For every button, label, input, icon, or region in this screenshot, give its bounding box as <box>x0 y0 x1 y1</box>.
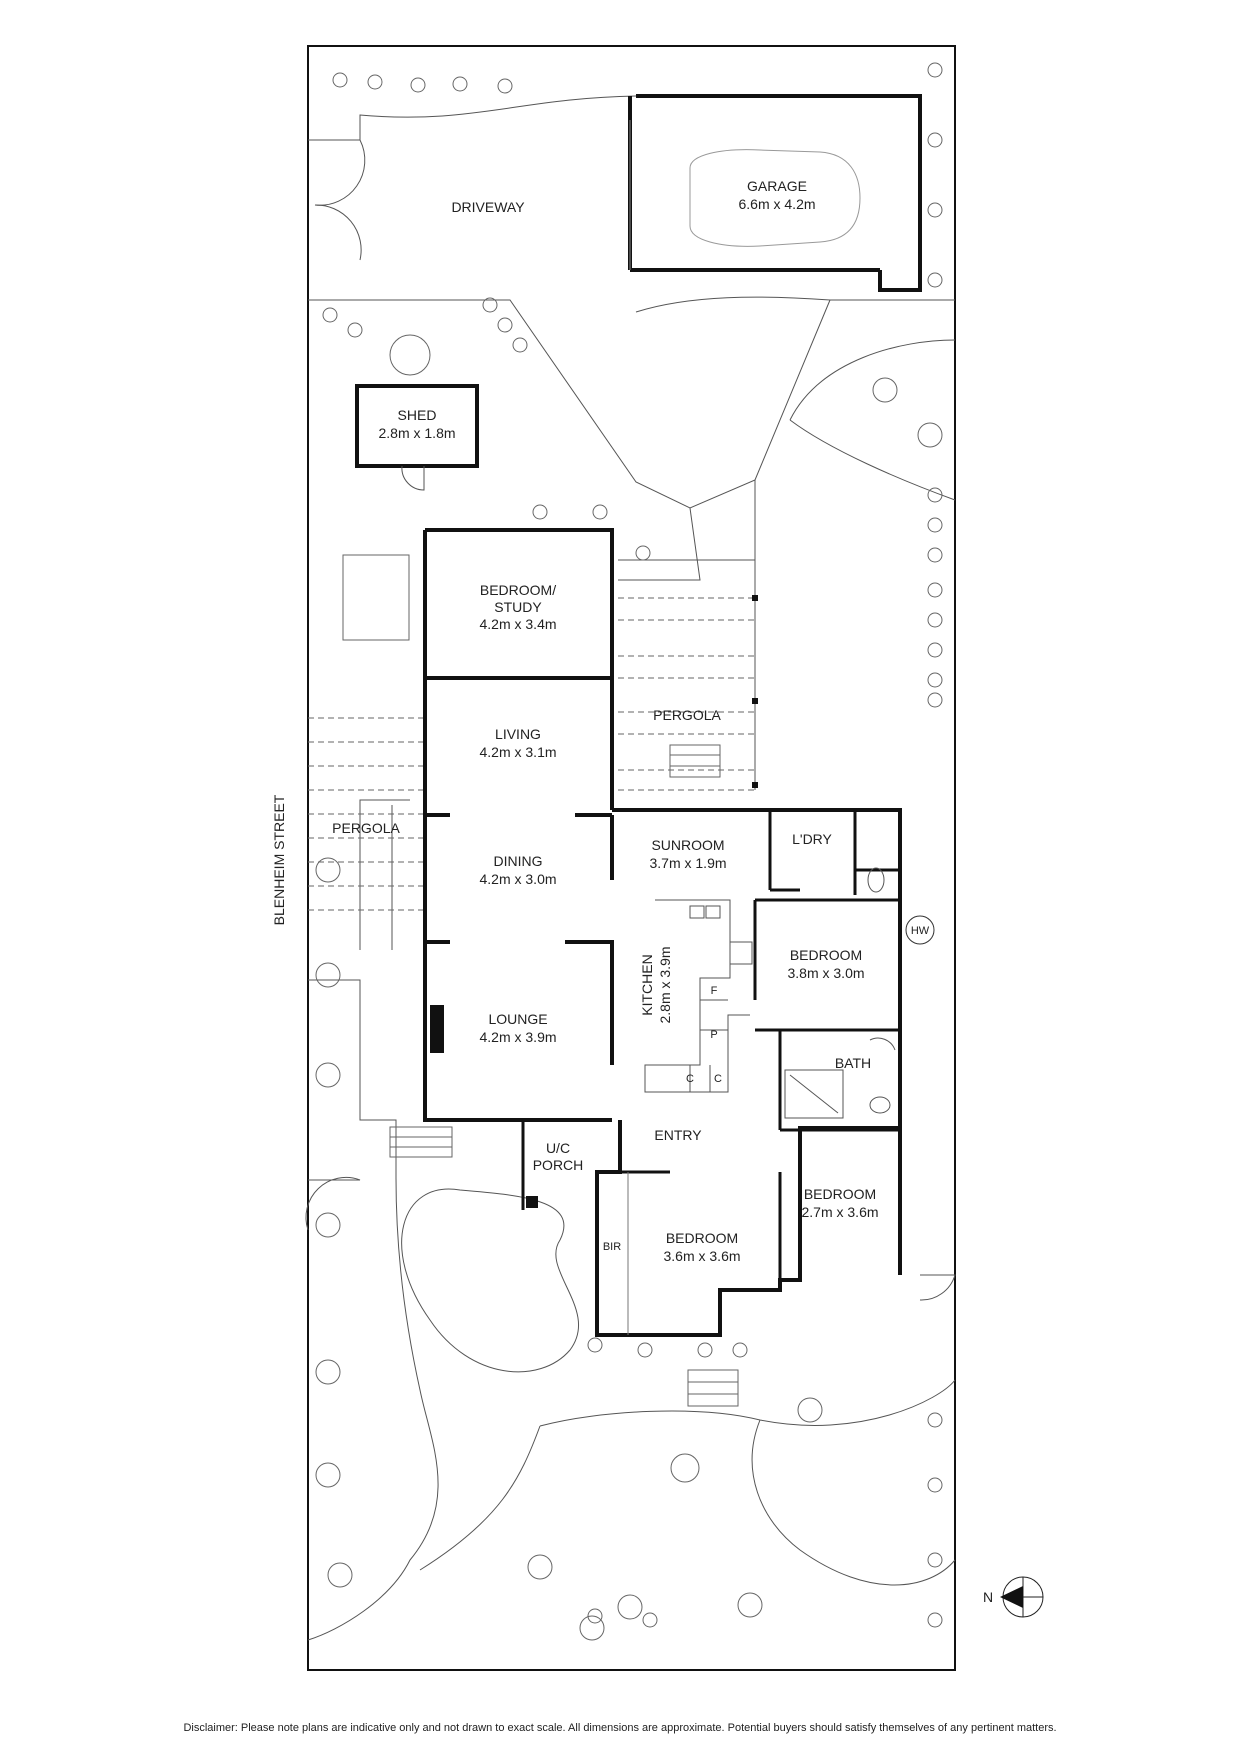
bath-fixtures <box>784 867 896 1119</box>
garage <box>628 94 922 292</box>
bedroom-study-name-1: BEDROOM/ <box>480 582 556 598</box>
bedroom-study-dims: 4.2m x 3.4m <box>479 616 556 632</box>
property-boundary <box>307 45 956 1671</box>
laundry-name: L'DRY <box>792 831 832 847</box>
shed-name: SHED <box>398 407 437 423</box>
bedroom-main-name: BEDROOM <box>666 1230 738 1246</box>
shed-dims: 2.8m x 1.8m <box>378 425 455 441</box>
living-dims: 4.2m x 3.1m <box>479 744 556 760</box>
car-icon <box>689 149 861 247</box>
street-name: BLENHEIM STREET <box>271 794 287 925</box>
bedroom-east-dims: 3.8m x 3.0m <box>787 965 864 981</box>
sunroom-name: SUNROOM <box>651 837 724 853</box>
compass-rose: N <box>983 1576 1044 1618</box>
pergola-left-label: PERGOLA <box>332 820 400 836</box>
trees <box>315 62 943 1641</box>
dining-name: DINING <box>494 853 543 869</box>
cupboard-label-1: C <box>686 1073 694 1085</box>
driveway-label: DRIVEWAY <box>451 199 525 215</box>
living-name: LIVING <box>495 726 541 742</box>
shed <box>355 384 479 491</box>
kitchen-dims: 2.8m x 3.9m <box>657 946 673 1023</box>
garage-dims: 6.6m x 4.2m <box>738 196 815 212</box>
bedroom-small-dims: 2.7m x 3.6m <box>801 1204 878 1220</box>
bedroom-study-name-2: STUDY <box>494 599 542 615</box>
garden-pad <box>342 554 410 641</box>
fireplace <box>430 1005 444 1053</box>
fridge-label: F <box>711 985 718 997</box>
bedroom-east-name: BEDROOM <box>790 947 862 963</box>
lounge-name: LOUNGE <box>488 1011 547 1027</box>
bir-name: BIR <box>603 1241 621 1253</box>
uc-porch-name-1: U/C <box>546 1140 570 1156</box>
bedroom-main-dims: 3.6m x 3.6m <box>663 1248 740 1264</box>
pergola-right-lines <box>618 597 755 791</box>
landscape-lines <box>305 95 956 1641</box>
cupboard-label-2: C <box>714 1073 722 1085</box>
bedroom-small-name: BEDROOM <box>804 1186 876 1202</box>
pavers <box>389 744 739 1407</box>
pantry-label: P <box>710 1029 717 1041</box>
bath-name: BATH <box>835 1055 871 1071</box>
lounge-dims: 4.2m x 3.9m <box>479 1029 556 1045</box>
dining-dims: 4.2m x 3.0m <box>479 871 556 887</box>
pergola-left-lines <box>308 717 425 911</box>
uc-porch-name-2: PORCH <box>533 1157 584 1173</box>
house-walls <box>423 528 902 1337</box>
compass-north-label: N <box>983 1589 993 1605</box>
pergola-right-label: PERGOLA <box>653 707 721 723</box>
disclaimer-text: Disclaimer: Please note plans are indica… <box>183 1722 1057 1734</box>
sunroom-dims: 3.7m x 1.9m <box>649 855 726 871</box>
garage-name: GARAGE <box>747 178 807 194</box>
hot-water-label: HW <box>911 925 930 937</box>
hot-water-unit <box>905 915 935 945</box>
entry-label: ENTRY <box>654 1127 702 1143</box>
kitchen-name: KITCHEN <box>639 954 655 1015</box>
kitchen-joinery <box>644 899 753 1093</box>
